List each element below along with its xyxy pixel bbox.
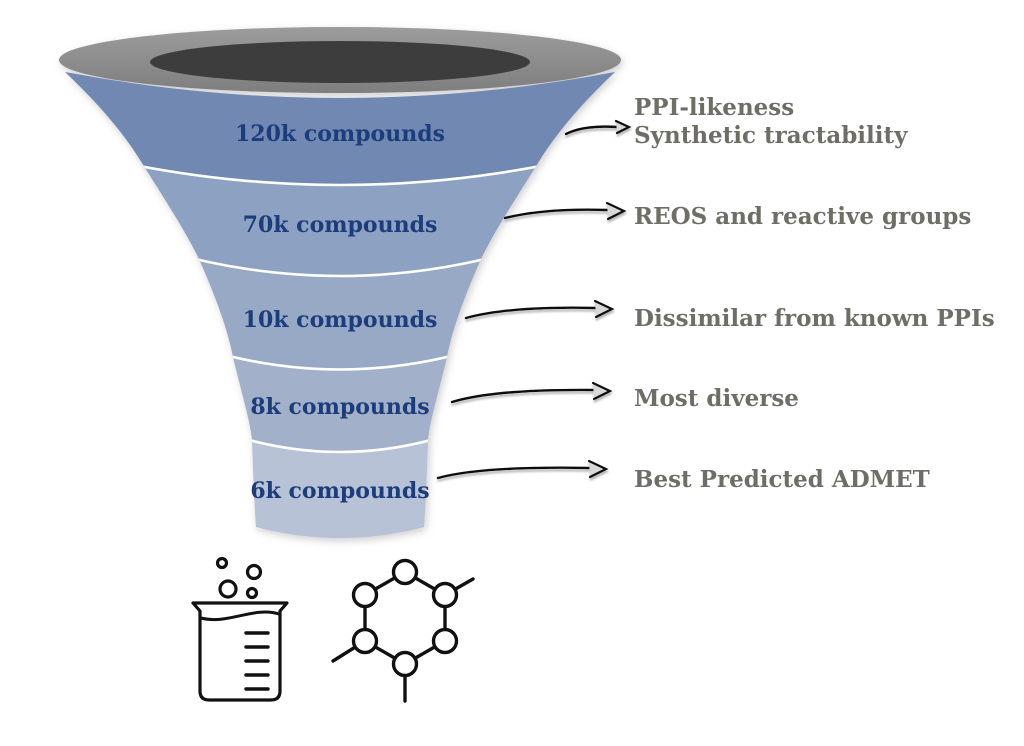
- molecule-ring-bonds: [363, 570, 447, 666]
- bubble: [215, 556, 229, 570]
- arrow-icon: [464, 299, 615, 320]
- beaker-liquid-line: [199, 610, 281, 622]
- beaker-body: [191, 601, 289, 702]
- beaker-measure-ticks: [244, 631, 270, 691]
- criteria-stage-5: Best Predicted ADMET: [634, 466, 930, 493]
- molecule-atom: [351, 581, 379, 609]
- arrow-icon: [503, 201, 627, 221]
- molecule-atom: [391, 558, 419, 586]
- funnel: [59, 27, 621, 538]
- criteria-stage-1-line-2: Synthetic tractability: [634, 122, 908, 149]
- stage-count-1: 120k compounds: [235, 121, 445, 147]
- criteria-stage-2: REOS and reactive groups: [634, 203, 971, 230]
- bubble: [245, 563, 263, 581]
- criteria-labels: PPI-likeness Synthetic tractability REOS…: [634, 94, 995, 493]
- funnel-stage-5-band: [235, 436, 445, 538]
- molecule-atom: [431, 581, 459, 609]
- molecule-icon: [331, 558, 475, 703]
- stage-count-5: 6k compounds: [250, 478, 429, 504]
- criteria-stage-1-line-1: PPI-likeness: [634, 94, 794, 121]
- arrow-icon: [564, 119, 632, 136]
- funnel-stage-4-band: [210, 351, 470, 452]
- arrow-icon: [450, 381, 613, 404]
- stage-count-2: 70k compounds: [243, 212, 438, 238]
- funnel-stage-3-band: [175, 254, 505, 370]
- beaker-icon: [191, 556, 289, 702]
- molecule-atom: [391, 650, 419, 678]
- stage-divider: [174, 252, 506, 278]
- criteria-stage-3: Dissimilar from known PPIs: [634, 305, 995, 332]
- stage-count-3: 10k compounds: [243, 307, 438, 333]
- arrows: [436, 119, 632, 480]
- molecule-atom: [431, 627, 459, 655]
- stage-divider: [209, 349, 471, 371]
- stage-divider: [109, 158, 571, 187]
- stage-count-labels: 120k compounds 70k compounds 10k compoun…: [235, 121, 445, 504]
- bubble: [218, 579, 238, 599]
- funnel-stage-2-band: [110, 160, 570, 276]
- criteria-stage-4: Most diverse: [634, 385, 799, 412]
- bubble: [245, 586, 259, 600]
- stage-divider: [234, 434, 446, 454]
- stage-count-4: 8k compounds: [250, 394, 429, 420]
- funnel-opening: [150, 41, 530, 83]
- molecule-atom: [351, 627, 379, 655]
- arrow-icon: [436, 459, 609, 480]
